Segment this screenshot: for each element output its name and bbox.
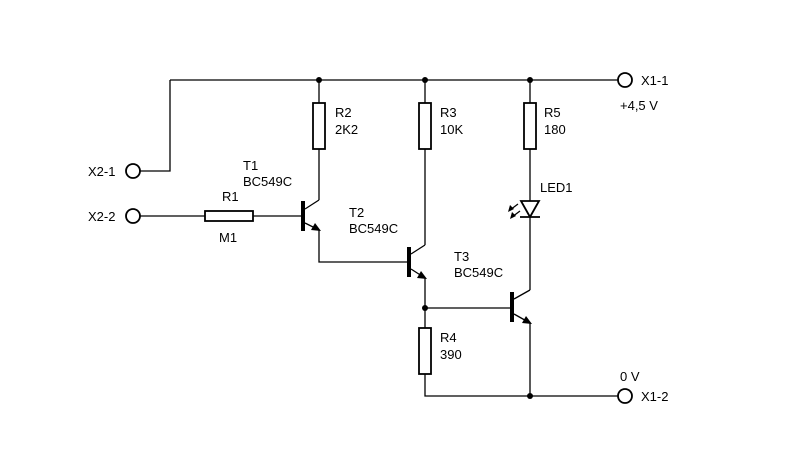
junction-dot: [527, 393, 533, 399]
label-r4-ref: R4: [440, 330, 457, 345]
label-t3-value: BC549C: [454, 265, 503, 280]
transistor-t1: [301, 199, 321, 231]
label-x1-2: X1-2: [641, 389, 668, 404]
junction-dot: [422, 77, 428, 83]
light-arrow-head-2: [510, 212, 516, 219]
t1-to-t2-wire: [318, 230, 407, 263]
terminal-x1-2: [617, 388, 633, 404]
resistor-r3: [418, 102, 432, 150]
x2-1-wire: [140, 80, 171, 172]
label-supply-positive: +4,5 V: [620, 98, 658, 113]
terminal-x2-2: [125, 208, 141, 224]
label-x1-1: X1-1: [641, 73, 668, 88]
led-led1: [508, 200, 541, 219]
junction-dot: [422, 305, 428, 311]
emitter-arrow: [417, 271, 427, 279]
ground-rail: [424, 374, 618, 397]
transistor-t2: [407, 244, 427, 279]
light-arrow-head-1: [508, 205, 514, 212]
label-r2-ref: R2: [335, 105, 352, 120]
label-r1-value: M1: [219, 230, 237, 245]
junction-dot: [316, 77, 322, 83]
junctions: [316, 77, 533, 399]
label-x2-1: X2-1: [88, 164, 115, 179]
label-t1-ref: T1: [243, 158, 258, 173]
resistor-r5: [523, 102, 537, 150]
label-r2-value: 2K2: [335, 122, 358, 137]
label-t2-value: BC549C: [349, 221, 398, 236]
label-r3-value: 10K: [440, 122, 463, 137]
terminal-x2-1: [125, 163, 141, 179]
collector-lead: [513, 289, 531, 300]
collector-lead: [410, 244, 426, 255]
label-t1-value: BC549C: [243, 174, 292, 189]
collector-lead: [304, 199, 320, 210]
label-x2-2: X2-2: [88, 209, 115, 224]
label-r4-value: 390: [440, 347, 462, 362]
terminal-x1-1: [617, 72, 633, 88]
terminals: [125, 72, 633, 404]
resistor-r4: [418, 327, 432, 375]
label-r5-value: 180: [544, 122, 566, 137]
label-t3-ref: T3: [454, 249, 469, 264]
led-triangle: [519, 200, 541, 219]
label-r1-ref: R1: [222, 189, 239, 204]
resistor-r2: [312, 102, 326, 150]
emitter-arrow: [522, 316, 532, 324]
label-led1-ref: LED1: [540, 180, 573, 195]
resistors: [204, 102, 537, 375]
resistor-r1: [204, 210, 254, 222]
label-r3-ref: R3: [440, 105, 457, 120]
emitter-arrow: [311, 223, 321, 231]
label-supply-ground: 0 V: [620, 369, 640, 384]
wires: [140, 79, 618, 397]
label-r5-ref: R5: [544, 105, 561, 120]
labels: X2-1 X2-2 X1-1 X1-2 +4,5 V 0 V R1 M1 R2 …: [88, 73, 668, 404]
junction-dot: [527, 77, 533, 83]
label-t2-ref: T2: [349, 205, 364, 220]
transistor-t3: [510, 289, 532, 324]
